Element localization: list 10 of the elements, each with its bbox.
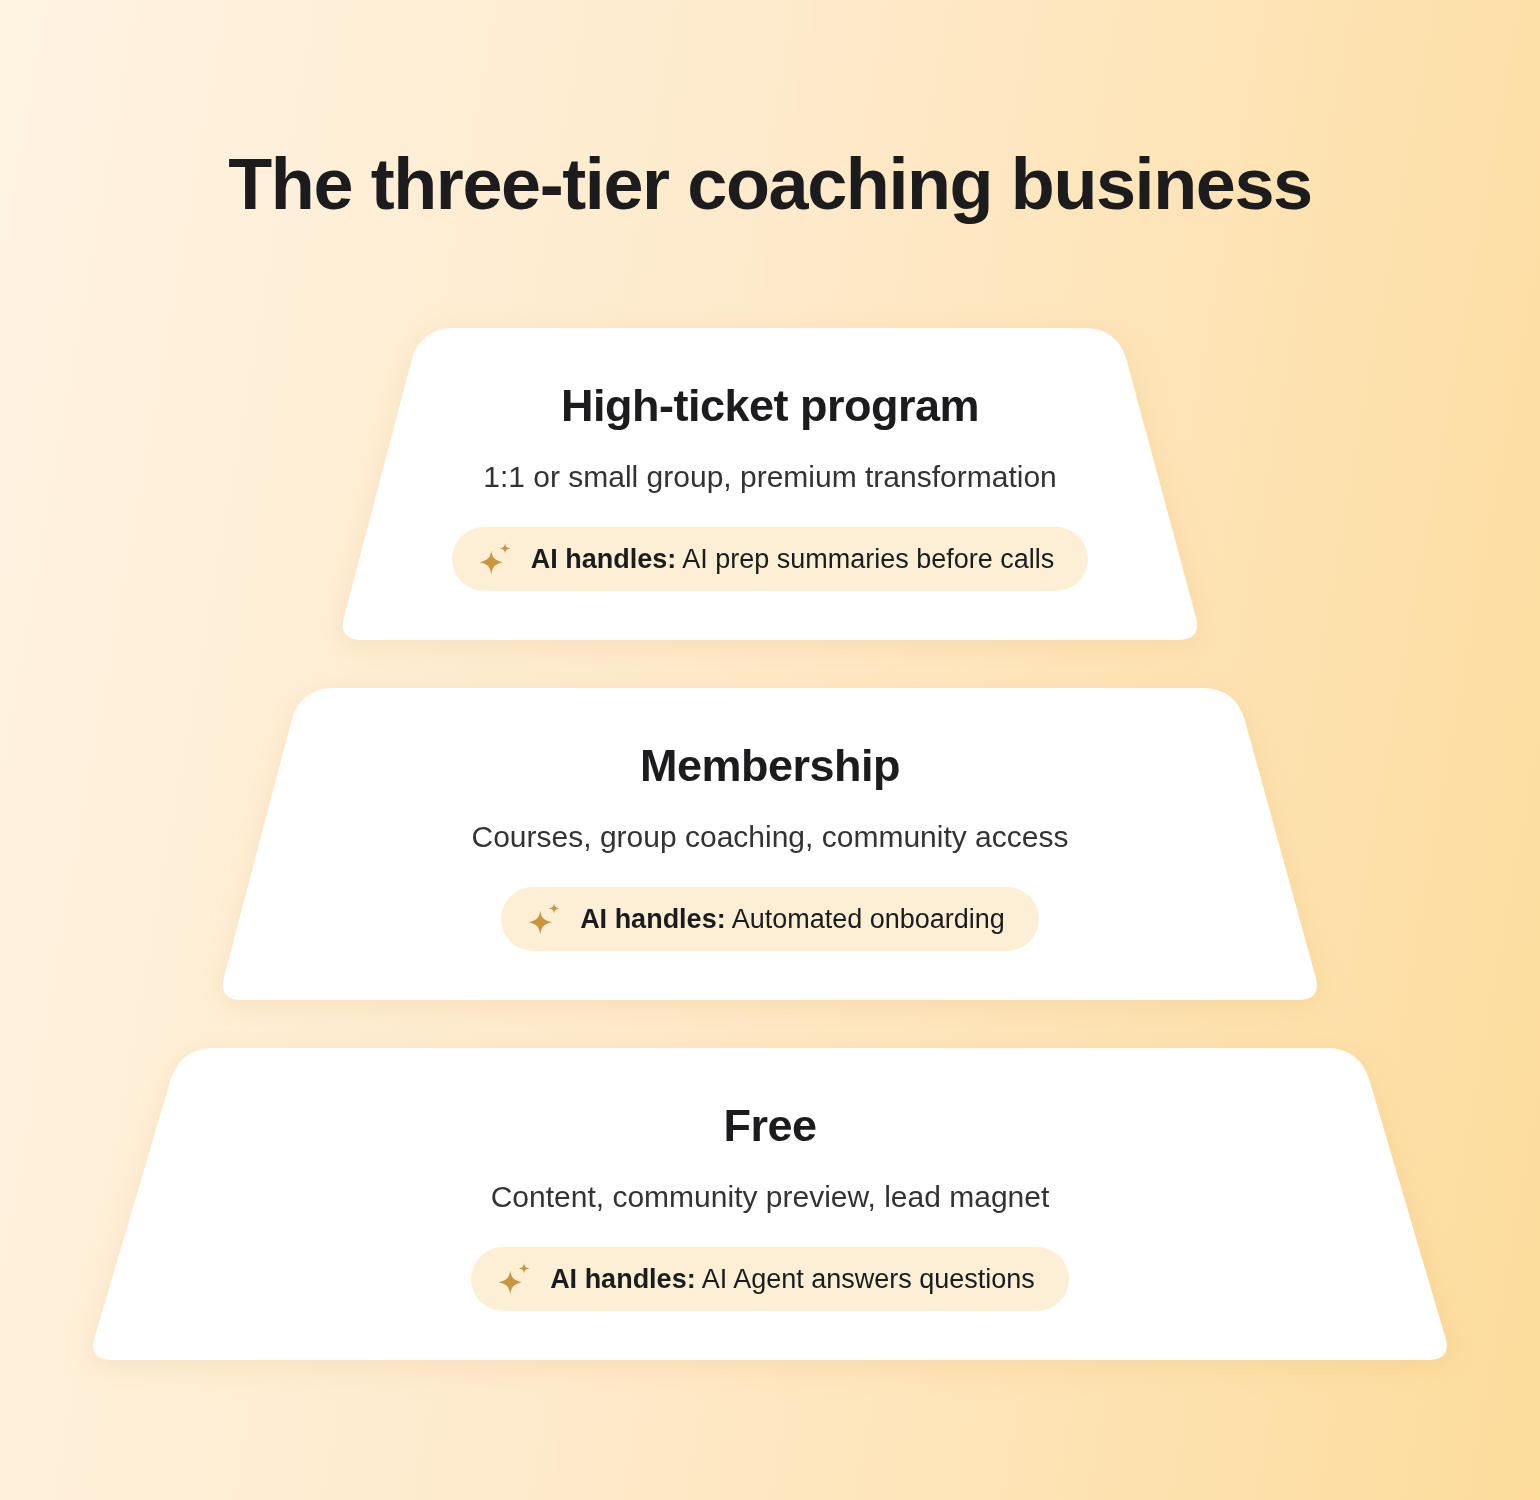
tier-heading: Membership: [639, 740, 901, 792]
tier-description: Content, community preview, lead magnet: [490, 1179, 1050, 1215]
tier-description: Courses, group coaching, community access: [471, 819, 1069, 855]
tier-heading: Free: [723, 1100, 817, 1152]
tier-heading: High-ticket program: [560, 380, 979, 432]
diagram-title: The three-tier coaching business: [228, 144, 1312, 224]
ai-note-text: AI handles: AI prep summaries before calls: [530, 543, 1055, 576]
tier-description: 1:1 or small group, premium transformation: [483, 459, 1057, 495]
ai-note-text: AI handles: AI Agent answers questions: [550, 1263, 1035, 1296]
ai-note-text: AI handles: Automated onboarding: [580, 903, 1005, 936]
